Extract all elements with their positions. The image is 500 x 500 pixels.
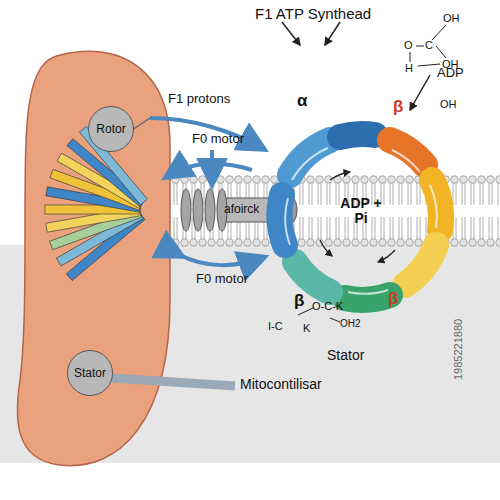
rotation-arrows — [330, 172, 350, 180]
part-label: Stator — [327, 348, 364, 363]
chem-label: O-C-K — [312, 300, 343, 312]
subunit-label: β — [393, 98, 403, 117]
flow-arrows — [180, 255, 262, 265]
f1-ring — [340, 134, 375, 137]
arrow-label: F0 motor — [196, 272, 248, 286]
protein-body — [17, 51, 170, 465]
f1-ring — [345, 295, 390, 300]
rotor-shaft — [181, 189, 191, 231]
chem-label: H — [405, 62, 413, 74]
ring-highlights — [348, 290, 388, 294]
chem-label: C — [425, 39, 433, 51]
f1-ring — [405, 245, 436, 285]
leader-lines — [112, 22, 430, 386]
chem-bonds — [410, 52, 411, 62]
rotor-shaft — [193, 189, 203, 231]
watermark: 1985221880 — [452, 319, 464, 380]
ring-highlights — [292, 148, 328, 180]
leader-lines — [282, 22, 300, 45]
beta-fan — [45, 126, 147, 280]
rotation-arrows — [378, 250, 395, 262]
part-label: Mitocontilisar — [240, 377, 322, 392]
chem-bonds — [418, 64, 440, 66]
leader-lines — [410, 75, 430, 110]
chem-bonds — [436, 46, 446, 58]
chem-bonds — [432, 25, 446, 40]
rotor-shaft — [205, 189, 215, 231]
ring-highlights — [285, 198, 290, 245]
rotation-arrows — [320, 240, 332, 256]
leader-lines — [112, 378, 235, 386]
f1-ring — [279, 134, 441, 300]
arrow-label: F1 protons — [168, 92, 230, 106]
chem-bonds — [416, 46, 424, 47]
chem-label: O — [404, 39, 413, 51]
ring-highlights — [285, 148, 437, 294]
shaft-label: afoirck — [224, 203, 259, 216]
f1-ring — [295, 262, 330, 292]
chem-label: K — [303, 322, 310, 334]
chem-bonds — [330, 318, 340, 322]
stator-circle: Stator — [67, 350, 113, 396]
chem-label: OH2 — [340, 318, 361, 329]
subunit-label: α — [297, 92, 307, 111]
ring-highlights — [430, 185, 437, 228]
chem-label: OH — [442, 58, 459, 70]
subunit-label: β — [388, 290, 398, 309]
chem-label: OH — [443, 12, 460, 24]
leader-lines — [132, 118, 150, 130]
flow-arrows — [150, 118, 262, 265]
flow-arrows — [150, 118, 262, 148]
node-label: Stator — [74, 366, 106, 380]
rotation-arrows — [320, 172, 395, 262]
ring-highlights — [392, 150, 420, 172]
arrow-label: F0 motor — [192, 132, 244, 146]
rotor-circle: Rotor — [88, 106, 134, 152]
chem-bonds — [298, 25, 446, 322]
chem-label: I-C — [268, 320, 283, 332]
node-label: Rotor — [96, 122, 125, 136]
title-label: F1 ATP Synthead — [255, 6, 371, 23]
membrane-bilayer — [150, 175, 500, 247]
chem-label: OH — [440, 98, 457, 110]
flow-arrows — [210, 150, 214, 182]
subunit-label: β — [294, 292, 304, 311]
center-label: ADP + Pi — [339, 196, 383, 227]
leader-lines — [325, 22, 340, 45]
